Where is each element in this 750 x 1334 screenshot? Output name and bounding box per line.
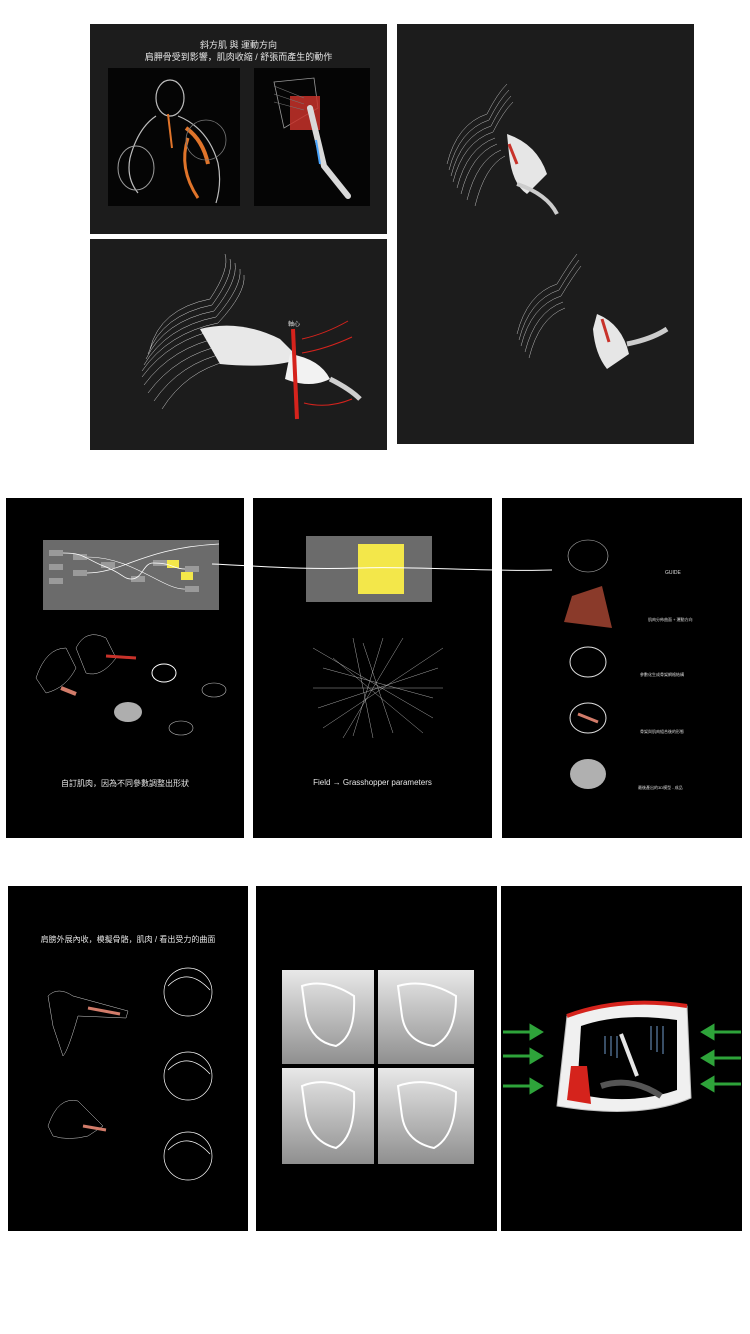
render-tile-3: [282, 1068, 374, 1164]
process-steps-panel: GUIDE 肌肉分佈曲面 + 運動方向 參數化生成骨架網格結構 骨架與肌肉組合後…: [502, 498, 742, 838]
step-label-2: 肌肉分佈曲面 + 運動方向: [648, 617, 693, 622]
render-grid-panel: [256, 886, 497, 1231]
shoulder-motion-panel: 肩膀外展內收，模擬骨骼，肌肉 / 看出受力的曲面: [8, 886, 248, 1231]
grasshopper-canvas: [43, 540, 219, 610]
field-parameters-caption: Field → Grasshopper parameters: [313, 778, 432, 787]
anatomy-caption-line2: 肩胛骨受到影響，肌肉收縮 / 舒張而產生的動作: [144, 52, 333, 62]
anatomy-arm-image: [254, 68, 370, 206]
field-parameters-panel: Field → Grasshopper parameters: [253, 498, 492, 838]
force-diagram-panel: [501, 886, 742, 1231]
anatomy-panel: 斜方肌 與 運動方向 肩胛骨受到影響，肌肉收縮 / 舒張而產生的動作: [90, 24, 387, 234]
step-label-4: 骨架與肌肉組合後的形態: [640, 729, 684, 734]
render-tile-2: [378, 970, 474, 1064]
step-label-3: 參數化生成骨架網格結構: [640, 672, 684, 677]
anatomy-body-image: [108, 68, 240, 206]
step-label-5: 最後產出的3D模型 - 成品: [638, 785, 683, 790]
render-tile-4: [378, 1068, 474, 1164]
muscle-shapes-panel: 自訂肌肉，因為不同參數調整出形狀: [6, 498, 244, 838]
muscle-shapes-caption: 自訂肌肉，因為不同參數調整出形狀: [61, 779, 189, 788]
anatomy-caption-line1: 斜方肌 與 運動方向: [199, 40, 277, 50]
torso-contour-panel: [397, 24, 694, 444]
shoulder-motion-caption: 肩膀外展內收，模擬骨骼，肌肉 / 看出受力的曲面: [40, 935, 216, 944]
axis-label: 軸心: [288, 322, 301, 328]
shoulder-axis-panel: 軸心: [90, 239, 387, 450]
step-label-1: GUIDE: [665, 570, 681, 576]
